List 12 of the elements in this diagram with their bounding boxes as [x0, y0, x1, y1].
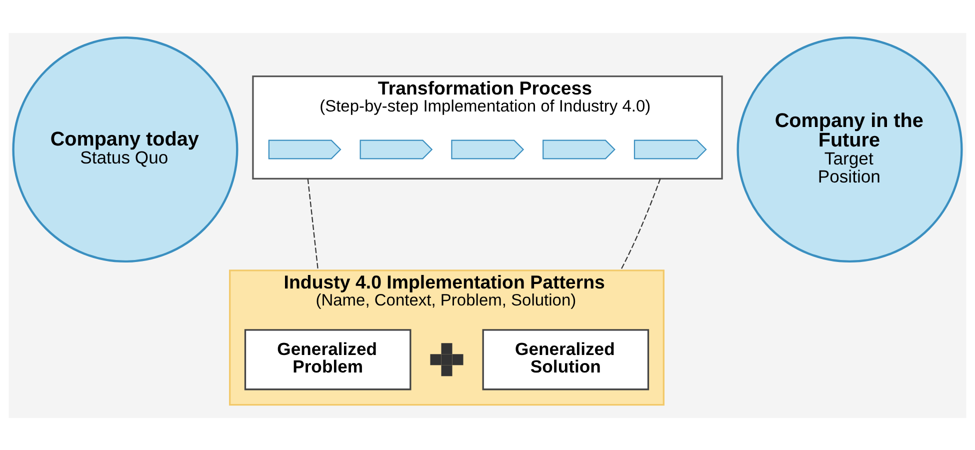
node-circle: Company today Status Quo	[12, 36, 238, 262]
connector	[620, 178, 661, 270]
node-box: Generalized Solution	[482, 328, 650, 390]
node-chevron	[360, 139, 433, 159]
node-chevron	[268, 139, 342, 159]
node-chevron	[451, 139, 524, 159]
node-box: Generalized Problem	[244, 328, 412, 390]
node-chevron	[542, 139, 616, 159]
node-circle: Company in the Future Target Position	[736, 36, 963, 262]
cluster: Transformation Process (Step-by-step Implementation of Industry 4.0)	[252, 74, 723, 180]
connector	[307, 178, 319, 270]
node-chevron	[634, 139, 707, 159]
